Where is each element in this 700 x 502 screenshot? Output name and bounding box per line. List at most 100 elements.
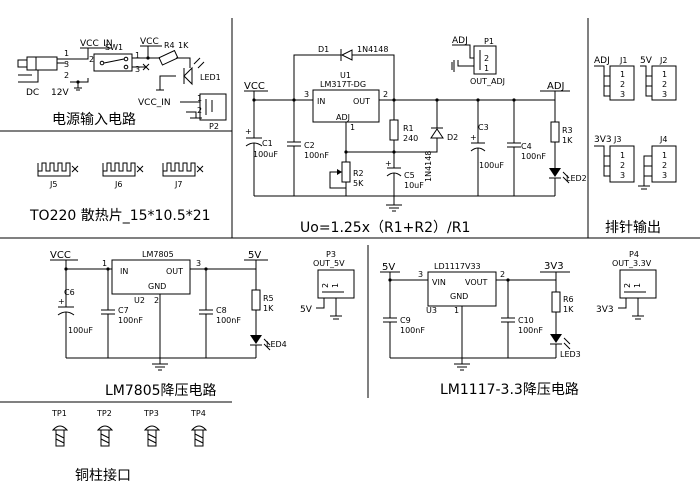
net-adj-2: ADJ [547,81,565,92]
heatsink-title: TO220 散热片_15*10.5*21 [29,208,211,224]
testpoint-tp4: TP4 [190,409,208,447]
net-vcc-in-2: VCC_IN [138,98,171,108]
heatsink-j5-icon [37,162,79,177]
lm1117-title: LM1117-3.3降压电路 [440,382,579,398]
u2-pin-num-out: 3 [196,259,201,268]
connector-p3-icon [317,269,355,299]
net-adj-1: ADJ [452,36,468,46]
u1-pin-in: IN [317,97,325,106]
c2-ref: C2 [304,141,315,150]
p1-value: OUT_ADJ [470,77,505,86]
d1-ref: D1 [318,45,329,54]
c5-plus: + [385,159,392,168]
p3-pin2: 2 [321,283,330,288]
dc-jack-icon [17,56,66,83]
heatsink-group: J5 J6 J7 [37,162,204,189]
resistor-r1-icon [389,119,399,141]
j4-ref: J4 [659,135,667,144]
led4-ref: LED4 [266,340,287,349]
sw1-ref: SW1 [105,43,123,52]
j4-pin3: 3 [662,171,667,180]
heatsink-j7-ref: J7 [174,180,182,189]
header-j1-icon [609,65,635,101]
u3-pin-in: VIN [432,278,446,287]
p3-pin1: 1 [331,283,340,288]
led1-icon [183,57,205,86]
c3-ref: C3 [478,123,489,132]
net-5v-2: 5V [300,305,313,315]
p2-pin1: 1 [197,94,202,103]
d1-value: 1N4148 [357,45,388,54]
tp4-ref: TP4 [190,409,206,418]
u1-pin-adj: ADJ [336,113,350,122]
u2-value: LM7805 [142,250,174,259]
regulator-u1 [312,89,380,123]
c8-ref: C8 [216,306,227,315]
c10-ref: C10 [518,316,534,325]
heatsink-j7-icon [162,162,204,177]
j1-pin1: 1 [620,70,625,79]
led2-ref: LED2 [566,174,587,183]
c6-ref: C6 [64,288,75,297]
j3-pin3: 3 [620,171,625,180]
lm317-formula: Uo=1.25x（R1+R2）/R1 [300,220,470,236]
j2-ref: J2 [659,56,667,65]
c4-ref: C4 [521,142,532,151]
regulator-u2 [111,259,191,295]
led2-icon [549,168,570,184]
dc-pin2: 2 [64,71,69,80]
r4-value: 1K [178,41,189,50]
tp2-ref: TP2 [96,409,112,418]
u3-pin-out: VOUT [465,278,487,287]
p3-ref: P3 [326,250,336,259]
power-input-title: 电源输入电路 [52,112,136,128]
c3-plus: + [470,133,477,142]
c8-value: 100nF [216,316,241,325]
c5-value: 10uF [404,181,424,190]
lm1117-circuit: 5V LD1117V33 VIN VOUT GND U3 3 2 1 3V3 C… [380,250,657,371]
u2-pin-out: OUT [166,267,183,276]
j2-pin2: 2 [662,80,667,89]
j4-pin2: 2 [662,161,667,170]
regulator-u3 [427,271,497,307]
header-j3-icon [609,145,635,183]
led3-icon [550,334,571,350]
testpoint-tp2: TP2 [96,409,114,447]
tp1-ref: TP1 [51,409,67,418]
sw1-pin2: 2 [89,55,94,64]
c10-value: 100nF [518,326,543,335]
net-3v3-1: 3V3 [544,261,564,272]
c4-value: 100nF [521,152,546,161]
j4-pin1: 1 [662,151,667,160]
nc-x-icon [142,63,150,71]
header-j2-icon [651,65,677,101]
u1-ref: U1 [340,71,351,80]
p4-ref: P4 [629,250,639,259]
header-output-title: 排针输出 [605,220,661,236]
r5-value: 1K [263,304,274,313]
p1-ref: P1 [484,37,494,46]
heatsink-j5-ref: J5 [49,180,57,189]
dc-label: DC [26,88,39,98]
net-3v3-hdr: 3V3 [594,135,612,145]
dc-pin1: 1 [64,49,69,58]
potentiometer-r2-icon [341,161,351,183]
net-vcc-in-1: VCC_IN [80,39,113,49]
heatsink-j6-ref: J6 [114,180,122,189]
d2-ref: D2 [447,133,458,142]
switch-sw1-icon [93,53,133,72]
p1-pin2: 2 [484,54,489,63]
dc-voltage: 12V [51,88,69,98]
led1-ref: LED1 [200,73,221,82]
testpoint-tp3: TP3 [143,409,161,447]
c6-plus: + [58,297,65,306]
sw1-pin1: 1 [135,51,140,60]
j3-pin2: 2 [620,161,625,170]
c9-ref: C9 [400,316,411,325]
u1-pin-out: OUT [353,97,370,106]
j1-pin2: 2 [620,80,625,89]
p4-pin1: 1 [633,283,642,288]
net-3v3-2: 3V3 [596,305,614,315]
testpoint-tp1: TP1 [51,409,69,447]
diode-d1-icon [340,49,353,61]
